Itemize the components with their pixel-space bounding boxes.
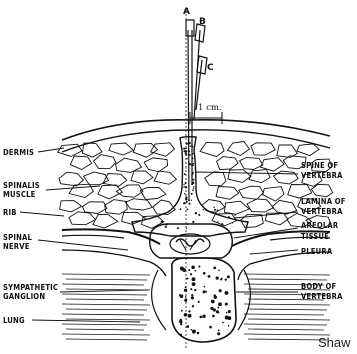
label-areolar-line2: TISSUE [301,232,329,241]
body-of-vertebra-shape [172,258,236,342]
label-dermis: DERMIS [3,148,34,157]
label-pleura: PLEURA [301,247,333,256]
lamina-and-canal [150,224,233,258]
label-spinal-nerve-line1: SPINAL [3,233,32,242]
needle-c-label: C [207,63,214,73]
label-sympathetic-line2: GANGLION [3,292,45,301]
artist-signature: Shaw [318,335,351,350]
label-rib: RIB [3,208,17,217]
vertebral-body-stipple [179,265,231,336]
label-lung: LUNG [3,316,25,325]
label-sympathetic-line1: SYMPATHETIC [3,283,58,292]
label-lamina-line1: LAMINA OF [301,197,346,206]
dermis-layer [62,120,330,152]
label-spine-line2: VERTEBRA [301,171,343,180]
label-areolar-line1: AREOLAR [301,221,339,230]
label-body-line2: VERTEBRA [301,292,343,301]
label-spinalis-line2: MUSCLE [3,190,36,199]
needle-b-label: B [199,17,206,27]
needle-c [196,56,207,110]
label-spinalis-line1: SPINALIS [3,181,40,190]
label-body-line1: BODY OF [301,282,336,291]
label-spinal-nerve-line2: NERVE [3,242,30,251]
label-spine-line1: SPINE OF [301,161,338,170]
needle-a-label: A [183,7,190,17]
label-lamina-line2: VERTEBRA [301,207,343,216]
scale-label: 1 cm. [198,103,222,113]
lung-hatching [62,274,330,340]
